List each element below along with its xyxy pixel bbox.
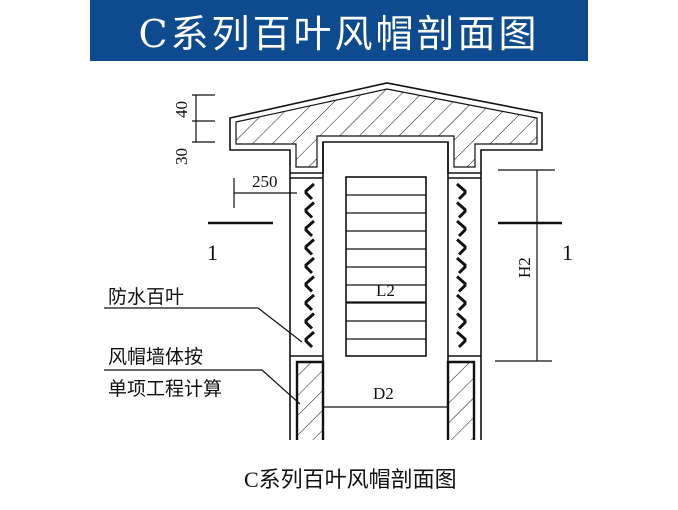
label-wall-2: 单项工程计算 <box>108 378 222 400</box>
waterproof-blade <box>304 182 315 201</box>
waterproof-blade <box>456 201 467 219</box>
waterproof-blade <box>456 312 467 330</box>
waterproof-blade <box>456 330 467 349</box>
waterproof-blade <box>304 312 315 330</box>
dim-250: 250 <box>252 172 278 191</box>
waterproof-blade <box>456 182 467 201</box>
label-wall-1: 风帽墙体按 <box>108 346 203 368</box>
waterproof-blade <box>304 256 315 275</box>
waterproof-blade <box>456 219 467 238</box>
waterproof-blade <box>304 330 315 349</box>
section-mark-left: 1 <box>207 240 218 265</box>
waterproof-blade <box>304 275 315 293</box>
waterproof-blade <box>456 238 467 256</box>
label-louver: 防水百叶 <box>108 286 184 308</box>
dim-h2: H2 <box>515 257 534 278</box>
waterproof-blade <box>304 238 315 256</box>
dim-l2: L2 <box>376 281 395 300</box>
waterproof-blade <box>456 275 467 293</box>
waterproof-blade <box>304 219 315 238</box>
dim-40: 40 <box>172 101 191 118</box>
caption: C系列百叶风帽剖面图 <box>244 467 457 492</box>
title-banner: C系列百叶风帽剖面图 <box>90 0 588 61</box>
section-mark-right: 1 <box>562 240 573 265</box>
waterproof-blade <box>456 256 467 275</box>
waterproof-blade <box>304 201 315 219</box>
dim-d2: D2 <box>373 384 394 403</box>
page-title: C系列百叶风帽剖面图 <box>138 12 540 56</box>
cap-hatch <box>235 88 538 168</box>
waterproof-blade <box>304 293 315 312</box>
waterproof-blade <box>456 293 467 312</box>
dim-30: 30 <box>172 148 191 165</box>
right-wall-hatch <box>446 360 476 440</box>
left-wall-hatch <box>295 360 325 440</box>
